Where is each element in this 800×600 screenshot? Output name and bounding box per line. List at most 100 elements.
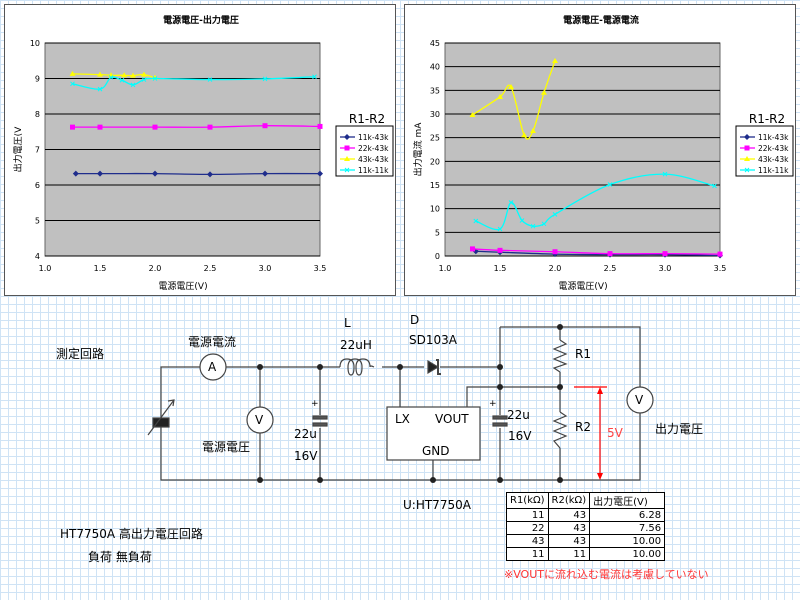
data-point	[521, 132, 528, 138]
y-tick-label: 25	[430, 134, 440, 143]
voltmeter-symbol: V	[255, 413, 264, 427]
data-point	[541, 221, 547, 227]
data-point	[97, 71, 103, 77]
cell: 6.28	[589, 508, 666, 522]
data-point	[69, 70, 76, 76]
variable-source-icon	[147, 399, 175, 440]
inductor-icon	[339, 358, 375, 376]
data-point	[130, 82, 136, 88]
data-point	[712, 183, 717, 189]
y-tick-label: 10	[430, 205, 440, 214]
vout-sense-label: 5V	[607, 426, 623, 440]
x-tick-label: 2.0	[149, 264, 162, 273]
cell: 43	[506, 534, 549, 548]
cell: 11	[547, 547, 591, 561]
x-tick-label: 3.0	[259, 264, 272, 273]
legend-box	[735, 125, 794, 177]
chart-title: 電源電圧-出力電圧	[163, 14, 239, 26]
y-tick-label: 8	[35, 110, 40, 119]
y-tick-label: 5	[35, 217, 40, 226]
table-header: R1(kΩ)R2(kΩ)出力電圧(V)	[506, 492, 666, 509]
ammeter-icon	[199, 353, 227, 381]
inductor-ref: L	[344, 316, 351, 330]
legend-label: 11k-43k	[758, 133, 789, 142]
ic-box	[386, 406, 481, 461]
data-point	[130, 72, 136, 78]
y-tick-label: 20	[430, 157, 440, 166]
data-point	[152, 170, 158, 177]
x-tick-label: 2.5	[204, 264, 217, 273]
y-tick-label: 30	[430, 110, 440, 119]
ic-label: U:HT7750A	[403, 498, 471, 512]
series-line-22k-43k	[472, 248, 721, 255]
header-r1: R1(kΩ)	[506, 492, 549, 509]
legend-label: 22k-43k	[358, 144, 389, 153]
legend-title: R1-R2	[749, 112, 785, 126]
ic-pin-gnd: GND	[422, 444, 450, 458]
x-tick-label: 1.5	[94, 264, 107, 273]
plot-area	[444, 42, 721, 257]
cell: 7.56	[589, 521, 666, 535]
capacitor-icon	[312, 415, 328, 427]
data-point	[473, 218, 479, 224]
arrow-head-up	[597, 387, 603, 394]
y-tick-label: 35	[430, 86, 440, 95]
series-line-11k-11k	[72, 76, 315, 90]
data-point	[552, 57, 558, 63]
cell: 22	[506, 521, 549, 535]
header-r2: R2(kΩ)	[547, 492, 591, 509]
cap1-value: 22u	[294, 427, 317, 441]
load-label: 負荷 無負荷	[88, 550, 152, 564]
data-point	[207, 77, 213, 82]
data-point	[97, 86, 103, 92]
x-tick-label: 1.0	[439, 264, 452, 273]
series-line-11k-11k	[475, 173, 715, 231]
legend-marker	[344, 156, 350, 161]
data-point	[469, 111, 476, 117]
y-tick-label: 10	[30, 39, 40, 48]
y-tick-label: 0	[435, 252, 440, 261]
voltmeter-symbol: V	[635, 393, 644, 407]
data-point	[262, 76, 268, 82]
y-tick-label: 5	[435, 228, 440, 237]
cell: 10.00	[589, 547, 666, 561]
data-point	[530, 223, 536, 229]
diode-ref: D	[410, 313, 420, 327]
diode-icon	[427, 359, 441, 375]
cap1-voltage: 16V	[294, 449, 318, 463]
output-voltmeter-label: 出力電圧	[655, 422, 704, 436]
data-point	[70, 124, 75, 130]
ammeter-symbol: A	[208, 360, 217, 374]
legend-label: 11k-11k	[758, 166, 789, 175]
data-point	[262, 123, 268, 129]
plus-mark: +	[311, 399, 319, 409]
input-voltmeter-label: 電源電圧	[202, 440, 251, 454]
data-point	[519, 218, 525, 223]
y-axis-label: 出力電流 mA	[412, 122, 424, 177]
legend-label: 22k-43k	[758, 144, 789, 153]
data-point	[141, 77, 147, 82]
ic-pin-lx: LX	[395, 412, 410, 426]
cell: 11	[506, 508, 549, 522]
cell: 10.00	[589, 534, 666, 548]
arrow-head-down	[597, 473, 603, 480]
data-point	[607, 182, 613, 187]
x-tick-label: 3.0	[659, 264, 672, 273]
legend-marker	[744, 145, 750, 151]
voltage-arrow	[574, 386, 607, 477]
table-note: ※VOUTに流れ込む電流は考慮していない	[504, 568, 709, 581]
legend-box	[335, 125, 394, 177]
x-tick-label: 3.5	[714, 264, 727, 273]
x-tick-label: 1.0	[39, 264, 52, 273]
data-point	[70, 81, 75, 87]
cell: 43	[547, 521, 591, 535]
data-point	[552, 249, 558, 255]
cell: 43	[547, 508, 591, 522]
circuit-caption: HT7750A 高出力電圧回路	[60, 527, 203, 541]
legend-marker	[344, 134, 350, 140]
output-voltmeter-icon	[626, 386, 654, 414]
header-vout: 出力電圧(V)	[589, 492, 666, 509]
